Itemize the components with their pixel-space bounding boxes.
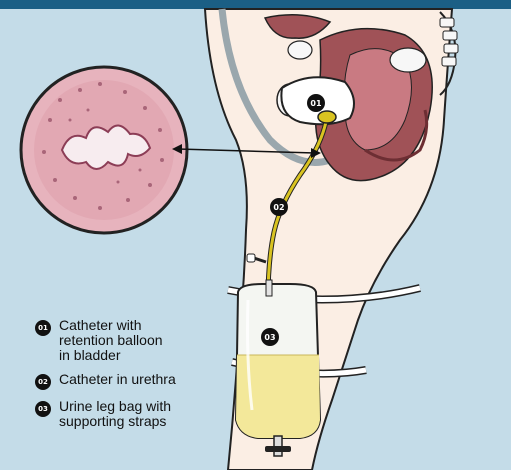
legend-badge-01: 01 [35,320,51,336]
marker-03: 03 [261,328,279,346]
marker-01-label: 01 [310,99,322,108]
retention-balloon [318,111,336,123]
bone-fragment [288,41,312,59]
marker-03-label: 03 [264,333,275,342]
legend-item-01: 01 Catheter with retention balloon in bl… [35,318,225,363]
top-bar [0,0,511,9]
drain-tap [265,446,291,452]
legend-text-02: Catheter in urethra [59,372,176,387]
urethra-micrograph [21,67,187,233]
bag-inlet [266,280,272,296]
marker-02: 02 [270,198,288,216]
legend-item-02: 02 Catheter in urethra [35,372,225,390]
legend-item-03: 03 Urine leg bag with supporting straps [35,399,225,429]
marker-02-label: 02 [273,203,284,212]
legend-badge-03: 03 [35,401,51,417]
legend-badge-02: 02 [35,374,51,390]
sacrum-bone [390,48,426,72]
marker-01: 01 [307,94,325,112]
legend: 01 Catheter with retention balloon in bl… [35,318,225,438]
legend-text-03: Urine leg bag with supporting straps [59,399,171,429]
legend-text-01: Catheter with retention balloon in bladd… [59,318,163,363]
